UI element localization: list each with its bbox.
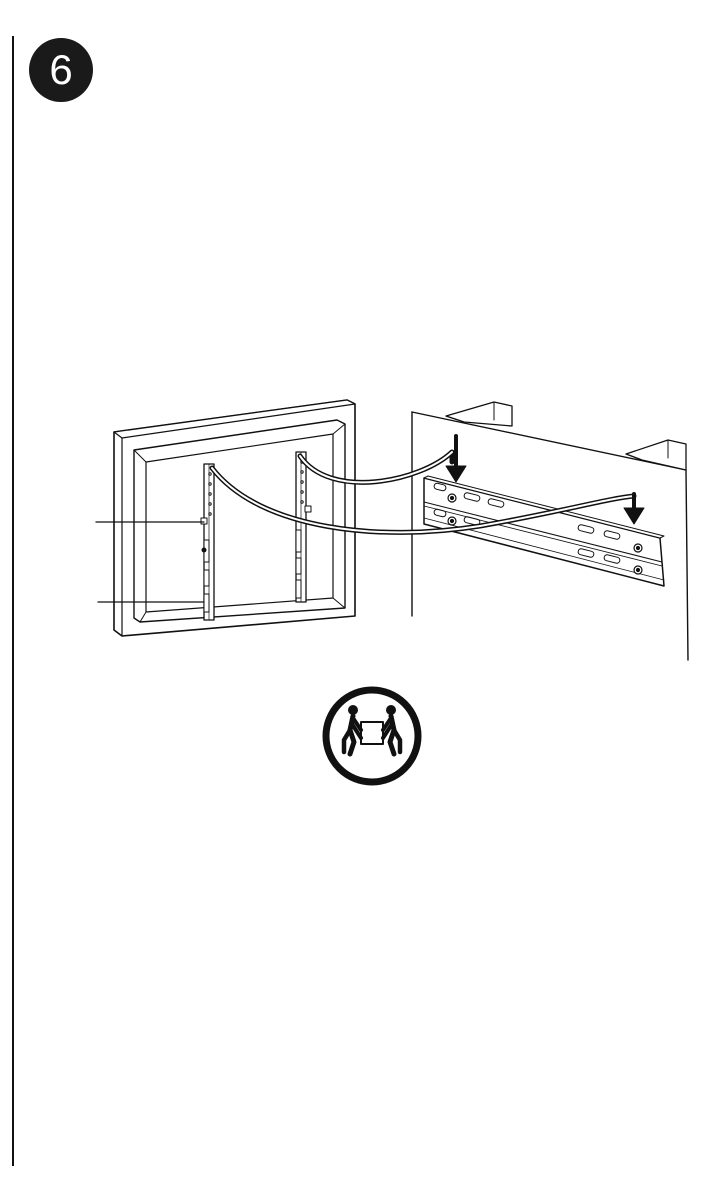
tv-back-panel [114, 400, 355, 636]
wall-studs [446, 402, 686, 470]
two-person-lift-icon [320, 684, 424, 788]
step-number: 6 [49, 49, 72, 91]
step-number-badge: 6 [29, 38, 93, 102]
installation-illustration [0, 390, 726, 665]
